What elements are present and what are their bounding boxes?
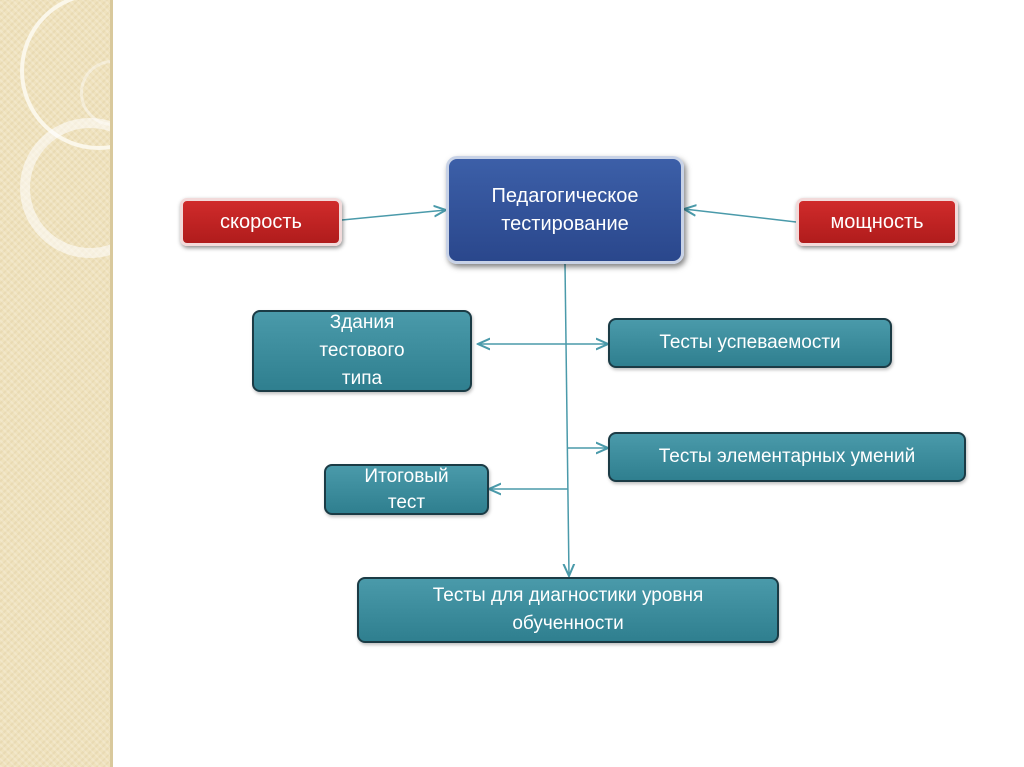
attribute-node-power-label: мощность — [830, 211, 924, 233]
decorative-ring — [20, 118, 112, 258]
center-node-label: Педагогическое тестирование — [491, 185, 639, 235]
node-elementarnykh-label: Тесты элементарных умений — [658, 446, 916, 467]
connector-power — [684, 209, 797, 223]
attribute-node-speed: скорость — [180, 198, 342, 246]
sidebar-divider — [110, 0, 113, 767]
connector-trunk — [565, 263, 569, 576]
node-zdaniya: Здания тестового типа — [252, 310, 472, 392]
node-diagnostiki-label: Тесты для диагностики уровня обученности — [432, 585, 704, 634]
decorative-sidebar — [0, 0, 112, 767]
node-itogovyi: Итоговый тест — [324, 464, 489, 515]
node-itogovyi-label: Итоговый тест — [364, 465, 449, 513]
connector-speed — [341, 210, 446, 221]
node-diagnostiki: Тесты для диагностики уровня обученности — [357, 577, 779, 643]
node-uspevaemosti: Тесты успеваемости — [608, 318, 892, 368]
node-elementarnykh: Тесты элементарных умений — [608, 432, 966, 482]
node-uspevaemosti-label: Тесты успеваемости — [659, 332, 841, 353]
node-zdaniya-label: Здания тестового типа — [319, 312, 405, 389]
attribute-node-speed-label: скорость — [220, 211, 302, 233]
center-node: Педагогическое тестирование — [446, 156, 684, 264]
attribute-node-power: мощность — [796, 198, 958, 246]
